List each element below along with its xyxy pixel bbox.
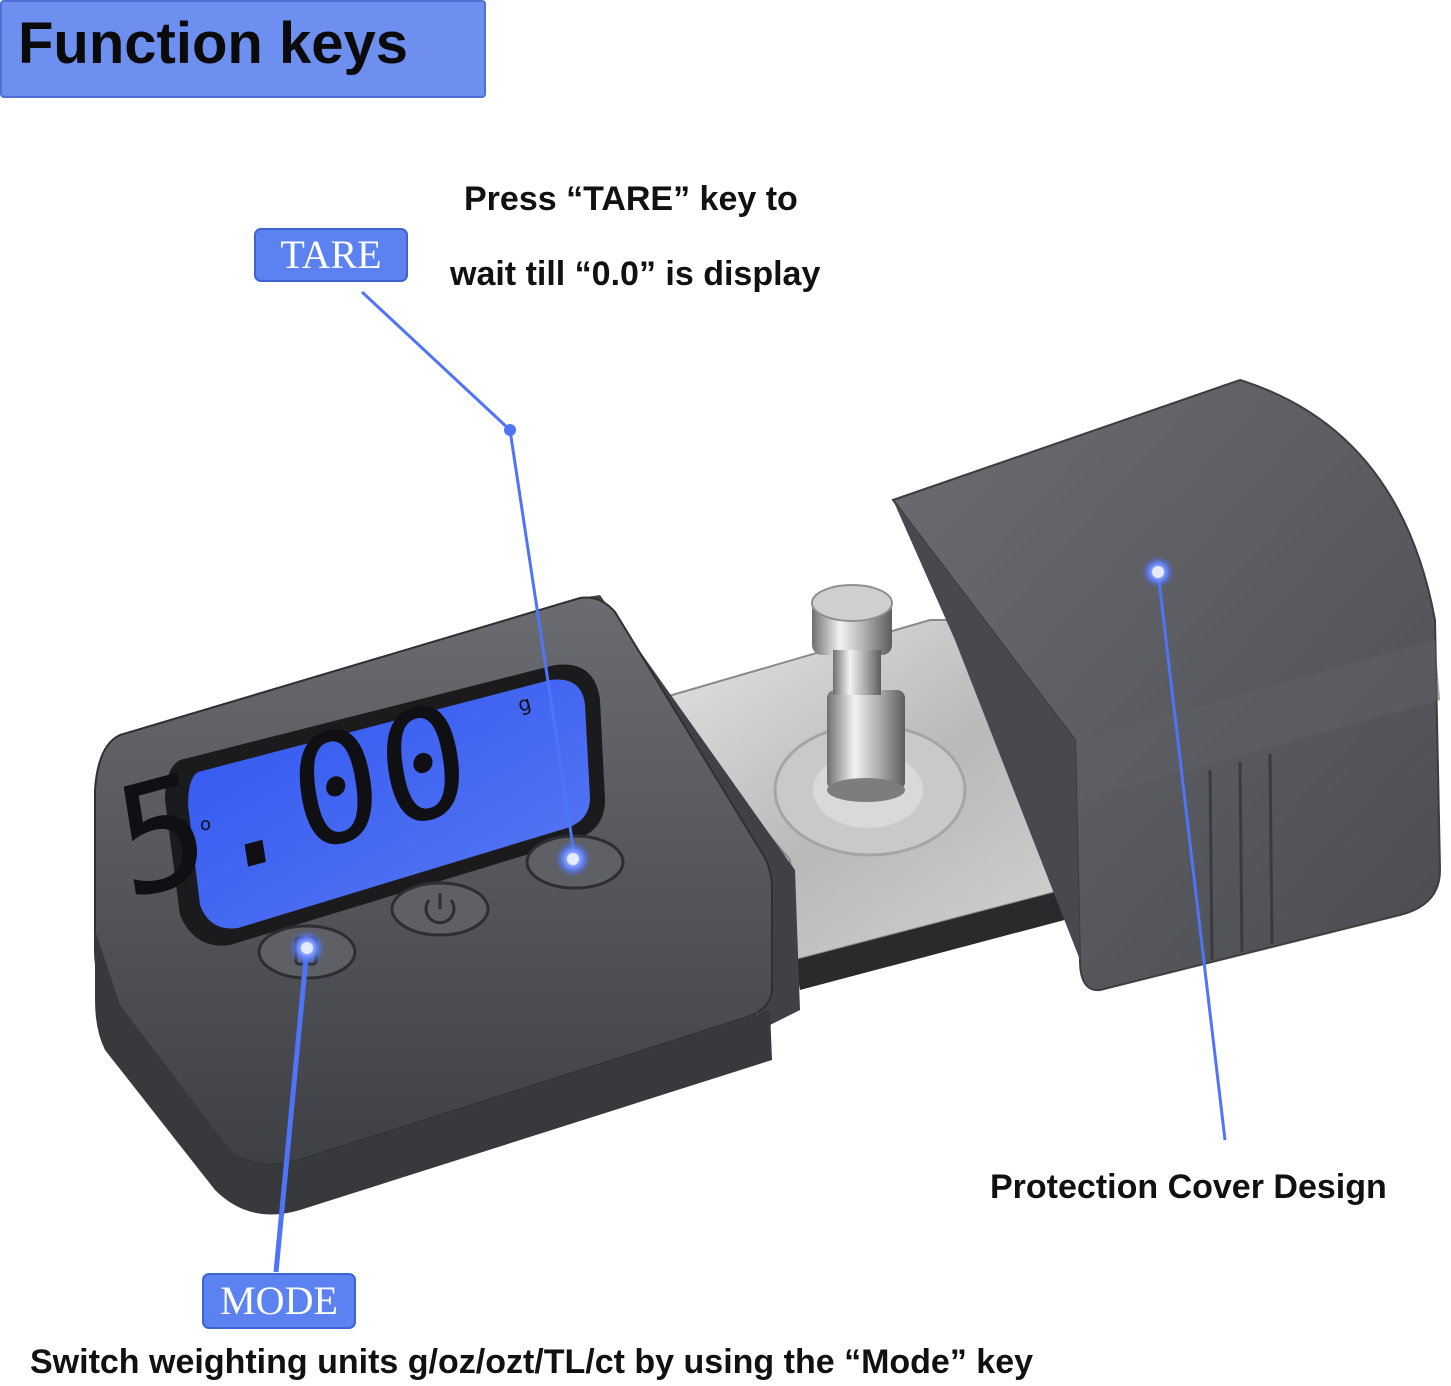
lcd-unit: g [515,690,533,716]
cover-caption: Protection Cover Design [990,1168,1387,1206]
lcd-indicator: o [200,814,211,835]
mode-caption: Switch weighting units g/oz/ozt/TL/ct by… [30,1343,1034,1381]
tare-pointer [360,290,591,877]
tare-key-label: TARE [254,228,408,282]
calibration-weight [811,584,905,802]
cover-pointer [1142,556,1227,1141]
tare-caption-line1: Press “TARE” key to [464,180,798,218]
mode-key-label: MODE [202,1273,356,1329]
title-banner [0,0,486,98]
page-title: Function keys [18,11,408,76]
power-icon [424,893,456,925]
power-button[interactable] [390,881,490,937]
tare-caption-line2: wait till “0.0” is display [450,255,821,293]
protection-cover [891,378,1442,992]
mode-pointer [273,930,325,1273]
